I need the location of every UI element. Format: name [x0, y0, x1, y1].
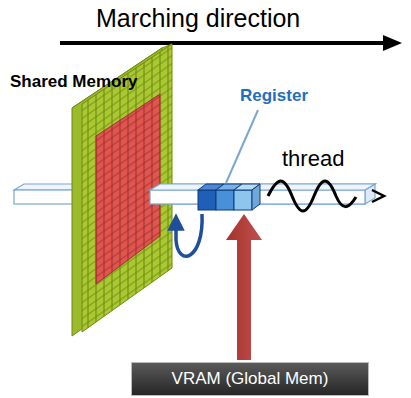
- thread-label: thread: [282, 146, 344, 172]
- direction-label: Marching direction: [96, 4, 300, 33]
- leader-line: [226, 110, 258, 183]
- load-arrow: [176, 214, 202, 256]
- thread-bar-front: [150, 184, 375, 204]
- memory-label: VRAM (Global Mem): [172, 369, 329, 389]
- register-label: Register: [240, 86, 308, 106]
- thread-arrowhead: [372, 190, 384, 202]
- global-load-arrow: [226, 214, 262, 360]
- marching-arrow: [60, 35, 402, 51]
- memory-box: VRAM (Global Mem): [131, 362, 369, 396]
- thread-wave: [268, 181, 356, 211]
- register-cubes: [198, 184, 260, 210]
- memory-label: Shared Memory: [10, 72, 138, 92]
- thread-bar: [14, 184, 375, 204]
